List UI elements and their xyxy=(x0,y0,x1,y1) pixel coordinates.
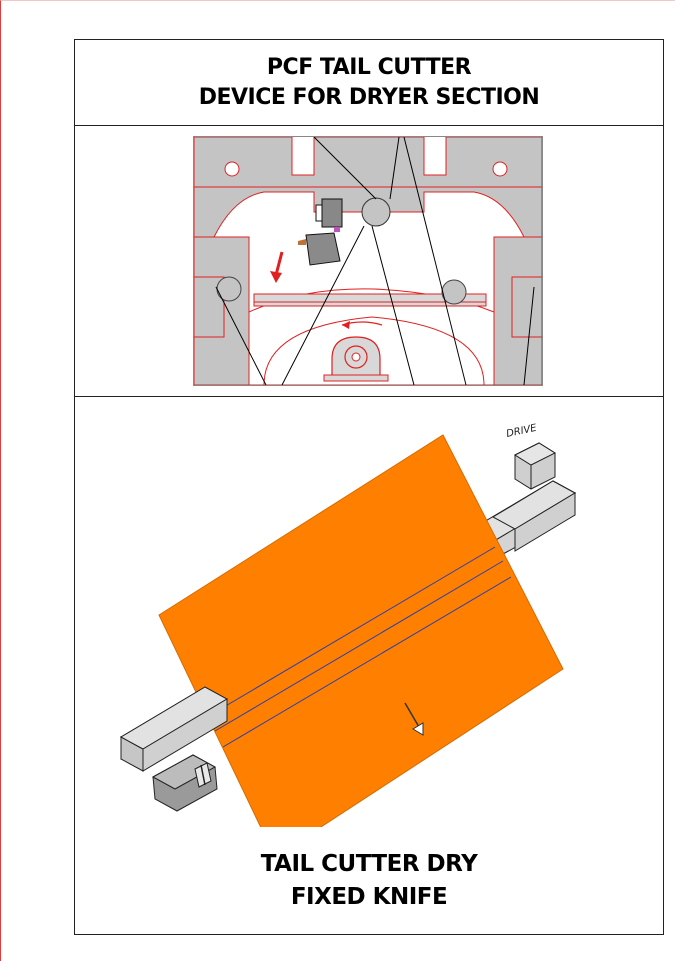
section-view-panel xyxy=(75,126,663,397)
caption-line-1: TAIL CUTTER DRY xyxy=(260,851,478,877)
title-box: PCF TAIL CUTTER DEVICE FOR DRYER SECTION xyxy=(75,40,663,126)
title-line-1: PCF TAIL CUTTER xyxy=(266,54,472,80)
title-line-2: DEVICE FOR DRYER SECTION xyxy=(198,84,540,110)
caption-line-2: FIXED KNIFE xyxy=(290,884,448,910)
dryer-section-drawing xyxy=(193,136,543,386)
drive-label: DRIVE xyxy=(505,423,538,440)
dryer-section-svg xyxy=(194,137,542,385)
isometric-view-panel: DRIVE xyxy=(75,397,663,827)
diagram-frame: PCF TAIL CUTTER DEVICE FOR DRYER SECTION xyxy=(74,39,664,935)
isometric-tail-cutter-svg: DRIVE xyxy=(119,423,577,827)
bottom-caption: TAIL CUTTER DRY FIXED KNIFE xyxy=(75,848,663,914)
